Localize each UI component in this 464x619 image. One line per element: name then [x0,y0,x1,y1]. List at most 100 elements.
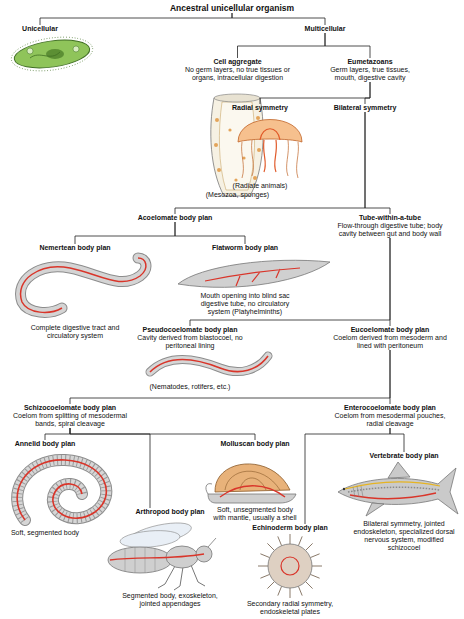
node-heading: Tube-within-a-tube [328,214,452,222]
taxon-node: Radial symmetry(Radiate animals) [215,104,305,190]
tree-connector [260,82,370,104]
worm-outline [17,460,106,520]
gut [220,486,285,497]
segments [125,547,155,573]
gut [17,460,106,520]
shark-body [338,468,458,514]
worm-outline [21,258,146,312]
cilia [9,32,95,75]
nucleus [46,49,64,59]
taxon-node: Ancestral unicellular organism [162,3,302,13]
tree-connector [325,33,370,58]
node-heading: Radial symmetry [215,104,305,112]
taxon-node: Echinoderm body planSecondary radial sym… [230,524,350,616]
sea-urchin [258,534,322,598]
node-description: Segmented body, exoskeleton, jointed app… [120,592,220,608]
tree-connector [238,33,326,58]
vacuole [27,48,33,54]
node-heading: Bilateral symmetry [320,104,410,112]
sponge-body [211,98,263,196]
gut [110,554,204,560]
flatworm [178,260,330,287]
tree-connector [190,238,390,326]
node-description: No germ layers, no true tissues or organ… [180,66,295,82]
tree-connector [70,428,255,440]
node-heading: Acoelomate body plan [120,214,230,222]
jellyfish [238,120,302,179]
node-heading: Ancestral unicellular organism [162,3,302,13]
pectoral-fin [366,503,384,516]
flatworm-body [178,260,330,287]
taxon-node: Molluscan body planSoft, unsegmented bod… [210,440,300,522]
node-heading: Schizocoelomate body plan [10,404,130,412]
pore [214,143,218,147]
mollusc [206,464,296,503]
vacuole [73,46,79,52]
node-description: (Mesozoa, sponges) [180,191,295,199]
antenna [208,538,216,547]
tree-connector [70,428,150,508]
tree-connector [390,238,391,326]
pore [228,128,231,131]
nematode [150,356,268,372]
tree-connector [305,428,390,524]
taxon-node: Schizocoelomate body planCoelom from spl… [10,404,130,428]
tree-connector [390,428,404,452]
node-heading: Multicellular [290,25,360,33]
node-heading: Eucoelomate body plan [330,326,450,334]
insect [108,519,216,590]
bell [238,120,302,143]
taxon-node: Acoelomate body plan [120,214,230,222]
pore [257,148,261,152]
taxon-node: Eucoelomate body planCoelom derived from… [330,326,450,350]
eye [343,488,345,490]
tree-connector [365,112,390,214]
head [206,484,212,494]
shell-lines [225,471,280,490]
node-heading: Echinoderm body plan [230,524,350,532]
node-description: Secondary radial symmetry, endoskeletal … [230,600,350,616]
taxon-node: Vertebrate body planBilateral symmetry, … [350,452,458,552]
node-heading: Cell aggregate [180,58,295,66]
taxon-node: Annelid body planSoft, segmented body [5,440,85,537]
tree-connector [390,350,391,404]
shell [215,464,290,492]
taxon-node: Arthropod body planSegmented body, exosk… [120,508,220,608]
node-heading: Vertebrate body plan [350,452,458,460]
sponge-cavity [219,102,254,190]
node-heading: Unicellular [10,25,70,33]
blind-gut [205,268,300,286]
node-description: Coelom from mesodermal pouches, radial c… [330,412,450,428]
node-description: Complete digestive tract and circulatory… [20,324,130,340]
tree-connector [365,82,370,104]
node-heading: Pseudocoelomate body plan [130,326,250,334]
node-heading: Arthropod body plan [120,508,220,516]
node-description: Germ layers, true tissues, mouth, digest… [320,66,420,82]
node-heading: Enterocoelomate body plan [330,404,450,412]
osculum [214,94,260,102]
oral-groove [30,52,60,58]
taxon-node: Cell aggregateNo germ layers, no true ti… [180,58,295,199]
paramecium [9,32,95,75]
gastric-cavity [260,129,280,140]
node-description: Flow-through digestive tube; body cavity… [328,222,452,238]
tree-connector [45,428,70,440]
node-description: Cavity derived from blastocoel, no perit… [130,334,250,350]
node-description: Coelom derived from mesoderm and lined w… [330,334,450,350]
node-description: Soft, unsegmented body with mantle, usua… [210,506,300,522]
tree-connector [70,350,390,404]
pore [215,118,219,122]
node-heading: Annelid body plan [5,440,85,448]
tentacles [242,140,299,178]
node-heading: Molluscan body plan [210,440,300,448]
taxon-node: Bilateral symmetry [320,104,410,112]
taxon-node: Nemertean body planComplete digestive tr… [20,244,130,340]
taxon-node: Multicellular [290,25,360,33]
tree-connector [175,222,245,244]
worm-body [150,356,268,372]
worm-body [17,460,106,520]
node-heading: Flatworm body plan [190,244,300,252]
abdomen [108,547,172,573]
tree-connector [75,222,175,244]
